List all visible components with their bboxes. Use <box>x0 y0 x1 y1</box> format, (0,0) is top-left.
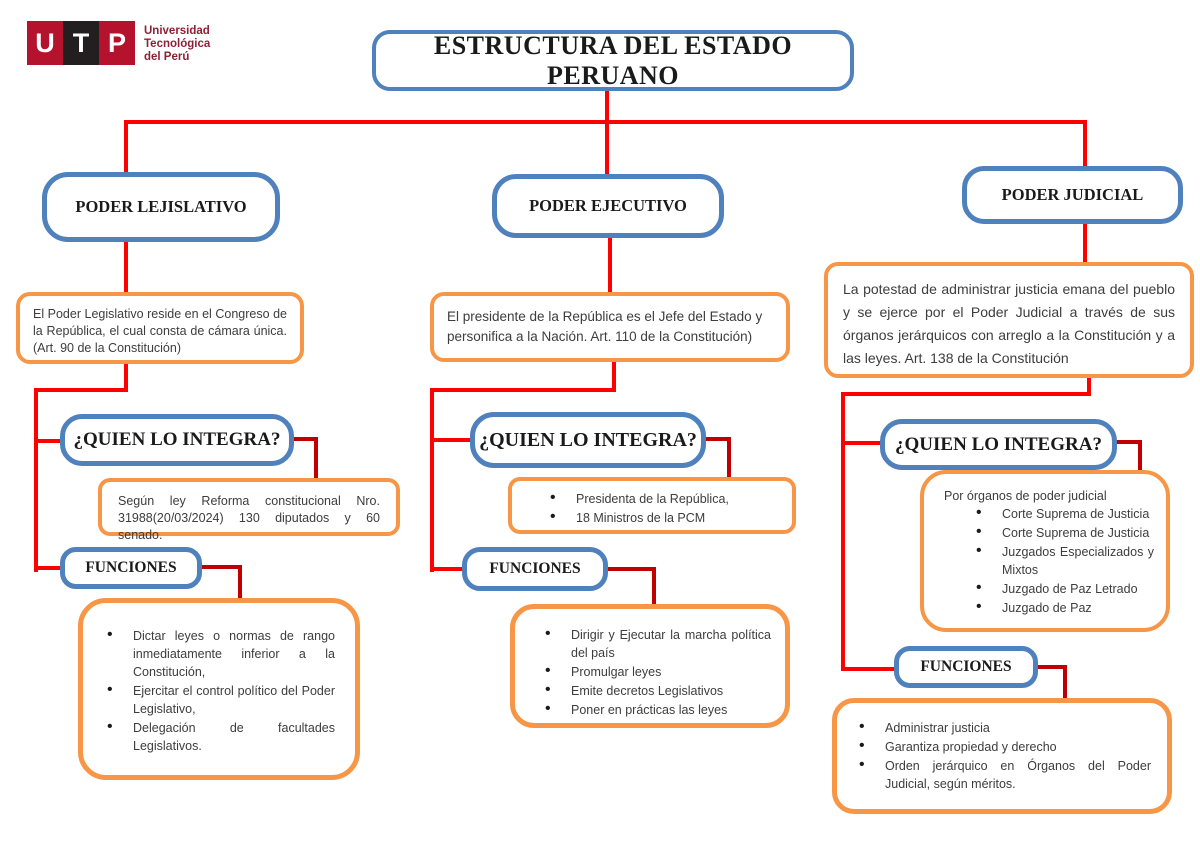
quien-lo-integra-label-legislativo: ¿QUIEN LO INTEGRA? <box>60 414 294 466</box>
list-item: Promulgar leyes <box>531 662 771 681</box>
connector <box>608 236 612 294</box>
connector <box>704 437 731 441</box>
connector <box>1087 376 1091 396</box>
logo-wordmark-line: Universidad <box>144 25 210 37</box>
logo-wordmark: Universidad Tecnológica del Perú <box>144 25 210 64</box>
branch-description-legislativo: El Poder Legislativo reside en el Congre… <box>16 292 304 364</box>
quien-list-ejecutivo: Presidenta de la República,18 Ministros … <box>536 489 782 527</box>
connector <box>124 120 1087 124</box>
list-item: Juzgado de Paz Letrado <box>966 579 1154 598</box>
branch-description-ejecutivo: El presidente de la República es el Jefe… <box>430 292 790 362</box>
connector <box>1083 222 1087 266</box>
funciones-list-ejecutivo: Dirigir y Ejecutar la marcha política de… <box>531 625 771 719</box>
connector <box>841 441 883 445</box>
connector <box>1063 665 1067 700</box>
funciones-list-legislativo: Dictar leyes o normas de rango inmediata… <box>93 626 335 755</box>
funciones-content-judicial: Administrar justiciaGarantiza propiedad … <box>832 698 1172 814</box>
list-item: Emite decretos Legislativos <box>531 681 771 700</box>
connector <box>841 392 845 671</box>
connector <box>292 437 318 441</box>
connector <box>1035 665 1067 669</box>
list-item: Delegación de facultades Legislativos. <box>93 718 335 755</box>
funciones-content-legislativo: Dictar leyes o normas de rango inmediata… <box>78 598 360 780</box>
utp-logo: U T P Universidad Tecnológica del Perú <box>27 21 210 65</box>
list-item: Corte Suprema de Justicia <box>966 523 1154 542</box>
connector <box>430 388 616 392</box>
quien-intro-judicial: Por órganos de poder judicial <box>944 489 1107 503</box>
connector <box>430 567 466 571</box>
connector <box>1114 440 1142 444</box>
quien-lo-integra-label-ejecutivo: ¿QUIEN LO INTEGRA? <box>470 412 706 468</box>
branch-header-judicial: PODER JUDICIAL <box>962 166 1183 224</box>
connector <box>841 392 1091 396</box>
quien-content-ejecutivo: Presidenta de la República,18 Ministros … <box>508 477 796 534</box>
list-item: Orden jerárquico en Órganos del Poder Ju… <box>845 756 1151 793</box>
logo-wordmark-line: del Perú <box>144 51 190 63</box>
funciones-content-ejecutivo: Dirigir y Ejecutar la marcha política de… <box>510 604 790 728</box>
logo-letter-u: U <box>27 21 63 65</box>
connector <box>430 438 474 442</box>
utp-logo-squares: U T P <box>27 21 135 65</box>
branch-header-legislativo: PODER LEJISLATIVO <box>42 172 280 242</box>
connector <box>1083 120 1087 168</box>
logo-wordmark-line: Tecnológica <box>144 38 211 50</box>
connector <box>200 565 242 569</box>
list-item: Juzgados Especializados y Mixtos <box>966 542 1154 579</box>
quien-list-judicial: Corte Suprema de JusticiaCorte Suprema d… <box>966 504 1154 617</box>
connector <box>34 566 64 570</box>
list-item: 18 Ministros de la PCM <box>536 508 782 527</box>
logo-letter-p: P <box>99 21 135 65</box>
list-item: Dictar leyes o normas de rango inmediata… <box>93 626 335 681</box>
connector <box>841 667 897 671</box>
list-item: Presidenta de la República, <box>536 489 782 508</box>
branch-header-ejecutivo: PODER EJECUTIVO <box>492 174 724 238</box>
connector <box>727 437 731 479</box>
connector <box>34 388 128 392</box>
connector <box>238 565 242 600</box>
connector <box>430 388 434 572</box>
branch-description-judicial: La potestad de administrar justicia eman… <box>824 262 1194 378</box>
connector <box>612 360 616 392</box>
funciones-label-legislativo: FUNCIONES <box>60 547 202 589</box>
connector <box>605 90 609 177</box>
diagram-title: ESTRUCTURA DEL ESTADO PERUANO <box>372 30 854 91</box>
connector <box>124 362 128 392</box>
quien-lo-integra-label-judicial: ¿QUIEN LO INTEGRA? <box>880 419 1117 470</box>
connector <box>606 567 656 571</box>
list-item: Dirigir y Ejecutar la marcha política de… <box>531 625 771 662</box>
connector <box>34 388 38 572</box>
connector <box>652 567 656 606</box>
connector <box>314 437 318 480</box>
list-item: Garantiza propiedad y derecho <box>845 737 1151 756</box>
quien-content-judicial: Por órganos de poder judicial Corte Supr… <box>920 470 1170 632</box>
list-item: Poner en prácticas las leyes <box>531 700 771 719</box>
funciones-list-judicial: Administrar justiciaGarantiza propiedad … <box>845 718 1151 793</box>
list-item: Corte Suprema de Justicia <box>966 504 1154 523</box>
funciones-label-ejecutivo: FUNCIONES <box>462 547 608 591</box>
connector <box>1138 440 1142 474</box>
connector <box>124 242 128 294</box>
connector <box>124 120 128 174</box>
list-item: Juzgado de Paz <box>966 598 1154 617</box>
logo-letter-t: T <box>63 21 99 65</box>
list-item: Administrar justicia <box>845 718 1151 737</box>
connector <box>34 439 64 443</box>
list-item: Ejercitar el control político del Poder … <box>93 681 335 718</box>
funciones-label-judicial: FUNCIONES <box>894 646 1038 688</box>
quien-content-legislativo: Según ley Reforma constitucional Nro. 31… <box>98 478 400 542</box>
